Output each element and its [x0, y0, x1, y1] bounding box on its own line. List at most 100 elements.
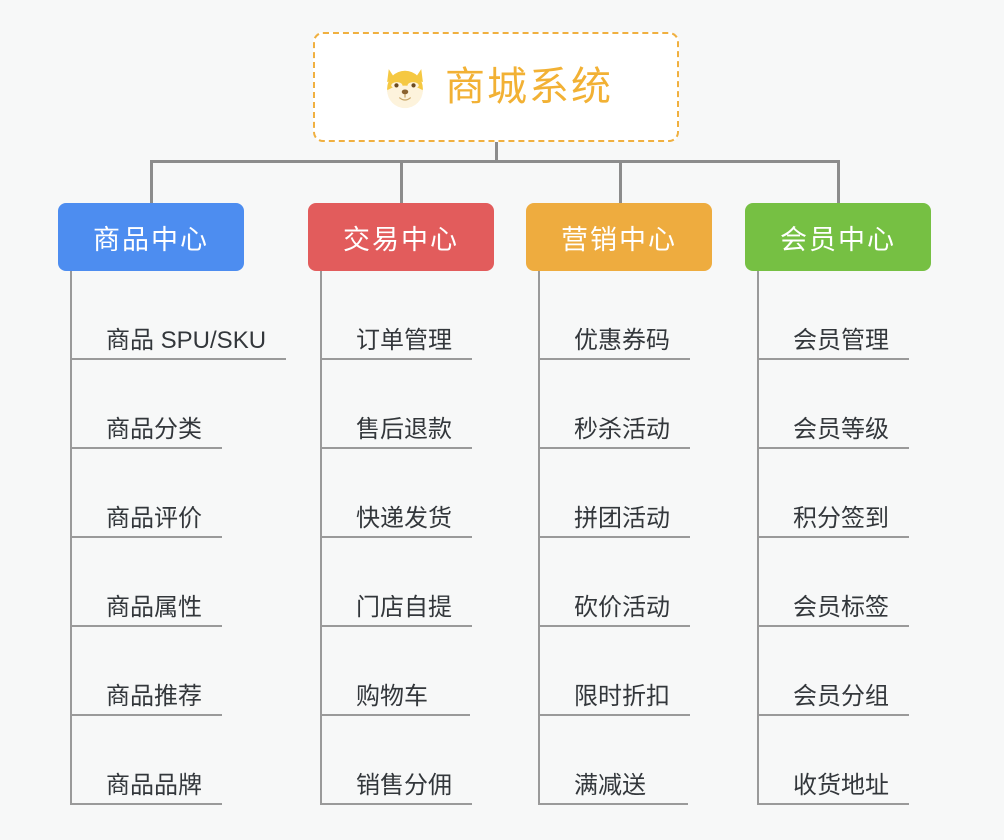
- category-label-3: 会员中心: [780, 224, 896, 255]
- leaf-underline: [320, 803, 472, 805]
- connector-drop-2: [400, 160, 403, 205]
- leaf-underline: [320, 625, 472, 627]
- leaf-label: 商品属性: [106, 593, 202, 621]
- leaf-item[interactable]: 商品推荐: [70, 627, 266, 716]
- leaf-item[interactable]: 优惠券码: [538, 271, 712, 360]
- leaf-label: 优惠券码: [574, 326, 670, 354]
- leaf-item[interactable]: 商品评价: [70, 449, 266, 538]
- leaf-list-0: 商品 SPU/SKU 商品分类 商品评价 商品属性 商品推荐 商品品牌: [70, 271, 286, 805]
- leaf-label: 销售分佣: [356, 771, 452, 799]
- leaf-underline: [757, 536, 909, 538]
- leaf-spine-3: [757, 271, 759, 805]
- leaf-underline: [538, 803, 688, 805]
- leaf-label: 订单管理: [356, 326, 452, 354]
- leaf-underline: [757, 714, 909, 716]
- leaf-item[interactable]: 积分签到: [757, 449, 931, 538]
- leaf-label: 购物车: [356, 682, 428, 710]
- category-column-3: 会员中心 会员管理 会员等级 积分签到 会员标签 会员分组 收货地址: [745, 203, 931, 805]
- leaf-spine-1: [320, 271, 322, 805]
- leaf-label: 商品推荐: [106, 682, 202, 710]
- category-label-2: 营销中心: [561, 224, 677, 255]
- leaf-label: 会员分组: [793, 682, 889, 710]
- leaf-item[interactable]: 商品分类: [70, 360, 266, 449]
- connector-drop-3: [619, 160, 622, 205]
- connector-root-stem: [495, 142, 498, 163]
- leaf-underline: [757, 803, 909, 805]
- leaf-label: 积分签到: [793, 504, 889, 532]
- leaf-underline: [538, 358, 690, 360]
- leaf-item[interactable]: 售后退款: [320, 360, 494, 449]
- leaf-item[interactable]: 满减送: [538, 716, 712, 805]
- leaf-spine-2: [538, 271, 540, 805]
- leaf-label: 满减送: [574, 771, 646, 799]
- leaf-item[interactable]: 会员管理: [757, 271, 931, 360]
- root-title: 商城系统: [445, 65, 613, 109]
- leaf-underline: [757, 358, 909, 360]
- leaf-underline: [538, 625, 690, 627]
- leaf-label: 商品品牌: [106, 771, 202, 799]
- leaf-label: 会员管理: [793, 326, 889, 354]
- leaf-label: 会员等级: [793, 415, 889, 443]
- leaf-item[interactable]: 会员分组: [757, 627, 931, 716]
- leaf-item[interactable]: 限时折扣: [538, 627, 712, 716]
- leaf-list-3: 会员管理 会员等级 积分签到 会员标签 会员分组 收货地址: [757, 271, 931, 805]
- leaf-item[interactable]: 门店自提: [320, 538, 494, 627]
- leaf-item[interactable]: 砍价活动: [538, 538, 712, 627]
- category-column-0: 商品中心 商品 SPU/SKU 商品分类 商品评价 商品属性 商品推荐 商品品牌: [58, 203, 286, 805]
- leaf-underline: [538, 714, 690, 716]
- category-header-1[interactable]: 交易中心: [308, 203, 494, 271]
- leaf-label: 砍价活动: [574, 593, 670, 621]
- leaf-label: 门店自提: [356, 593, 452, 621]
- leaf-item[interactable]: 销售分佣: [320, 716, 494, 805]
- leaf-list-2: 优惠券码 秒杀活动 拼团活动 砍价活动 限时折扣 满减送: [538, 271, 712, 805]
- leaf-spine-0: [70, 271, 72, 805]
- leaf-underline: [70, 536, 222, 538]
- leaf-underline: [70, 625, 222, 627]
- category-column-1: 交易中心 订单管理 售后退款 快递发货 门店自提 购物车 销售分佣: [308, 203, 494, 805]
- leaf-item[interactable]: 秒杀活动: [538, 360, 712, 449]
- leaf-item[interactable]: 拼团活动: [538, 449, 712, 538]
- category-label-1: 交易中心: [343, 224, 459, 255]
- leaf-underline: [70, 447, 222, 449]
- leaf-underline: [538, 536, 690, 538]
- leaf-label: 拼团活动: [574, 504, 670, 532]
- leaf-label: 商品评价: [106, 504, 202, 532]
- leaf-item[interactable]: 会员标签: [757, 538, 931, 627]
- leaf-item[interactable]: 商品品牌: [70, 716, 266, 805]
- leaf-underline: [320, 358, 472, 360]
- leaf-list-1: 订单管理 售后退款 快递发货 门店自提 购物车 销售分佣: [320, 271, 494, 805]
- leaf-label: 售后退款: [356, 415, 452, 443]
- leaf-item[interactable]: 收货地址: [757, 716, 931, 805]
- connector-horizontal-bus: [150, 160, 840, 163]
- leaf-label: 收货地址: [793, 771, 889, 799]
- root-node-mall-system[interactable]: 商城系统: [313, 32, 679, 142]
- category-header-0[interactable]: 商品中心: [58, 203, 244, 271]
- connector-drop-1: [150, 160, 153, 205]
- leaf-underline: [538, 447, 690, 449]
- leaf-underline: [70, 358, 286, 360]
- leaf-item[interactable]: 购物车: [320, 627, 494, 716]
- leaf-underline: [320, 536, 472, 538]
- leaf-label: 快递发货: [356, 504, 452, 532]
- leaf-item[interactable]: 商品 SPU/SKU: [70, 271, 286, 360]
- leaf-underline: [320, 447, 472, 449]
- leaf-item[interactable]: 快递发货: [320, 449, 494, 538]
- leaf-label: 秒杀活动: [574, 415, 670, 443]
- category-header-3[interactable]: 会员中心: [745, 203, 931, 271]
- leaf-underline: [70, 714, 222, 716]
- leaf-item[interactable]: 订单管理: [320, 271, 494, 360]
- connector-drop-4: [837, 160, 840, 205]
- leaf-label: 限时折扣: [574, 682, 670, 710]
- shiba-dog-face-icon: [387, 69, 423, 109]
- leaf-item[interactable]: 会员等级: [757, 360, 931, 449]
- leaf-underline: [757, 447, 909, 449]
- leaf-label: 商品 SPU/SKU: [106, 326, 267, 354]
- leaf-underline: [70, 803, 222, 805]
- leaf-underline: [320, 714, 470, 716]
- leaf-label: 商品分类: [106, 415, 202, 443]
- category-column-2: 营销中心 优惠券码 秒杀活动 拼团活动 砍价活动 限时折扣 满减送: [526, 203, 712, 805]
- leaf-item[interactable]: 商品属性: [70, 538, 266, 627]
- category-header-2[interactable]: 营销中心: [526, 203, 712, 271]
- category-label-0: 商品中心: [93, 224, 209, 255]
